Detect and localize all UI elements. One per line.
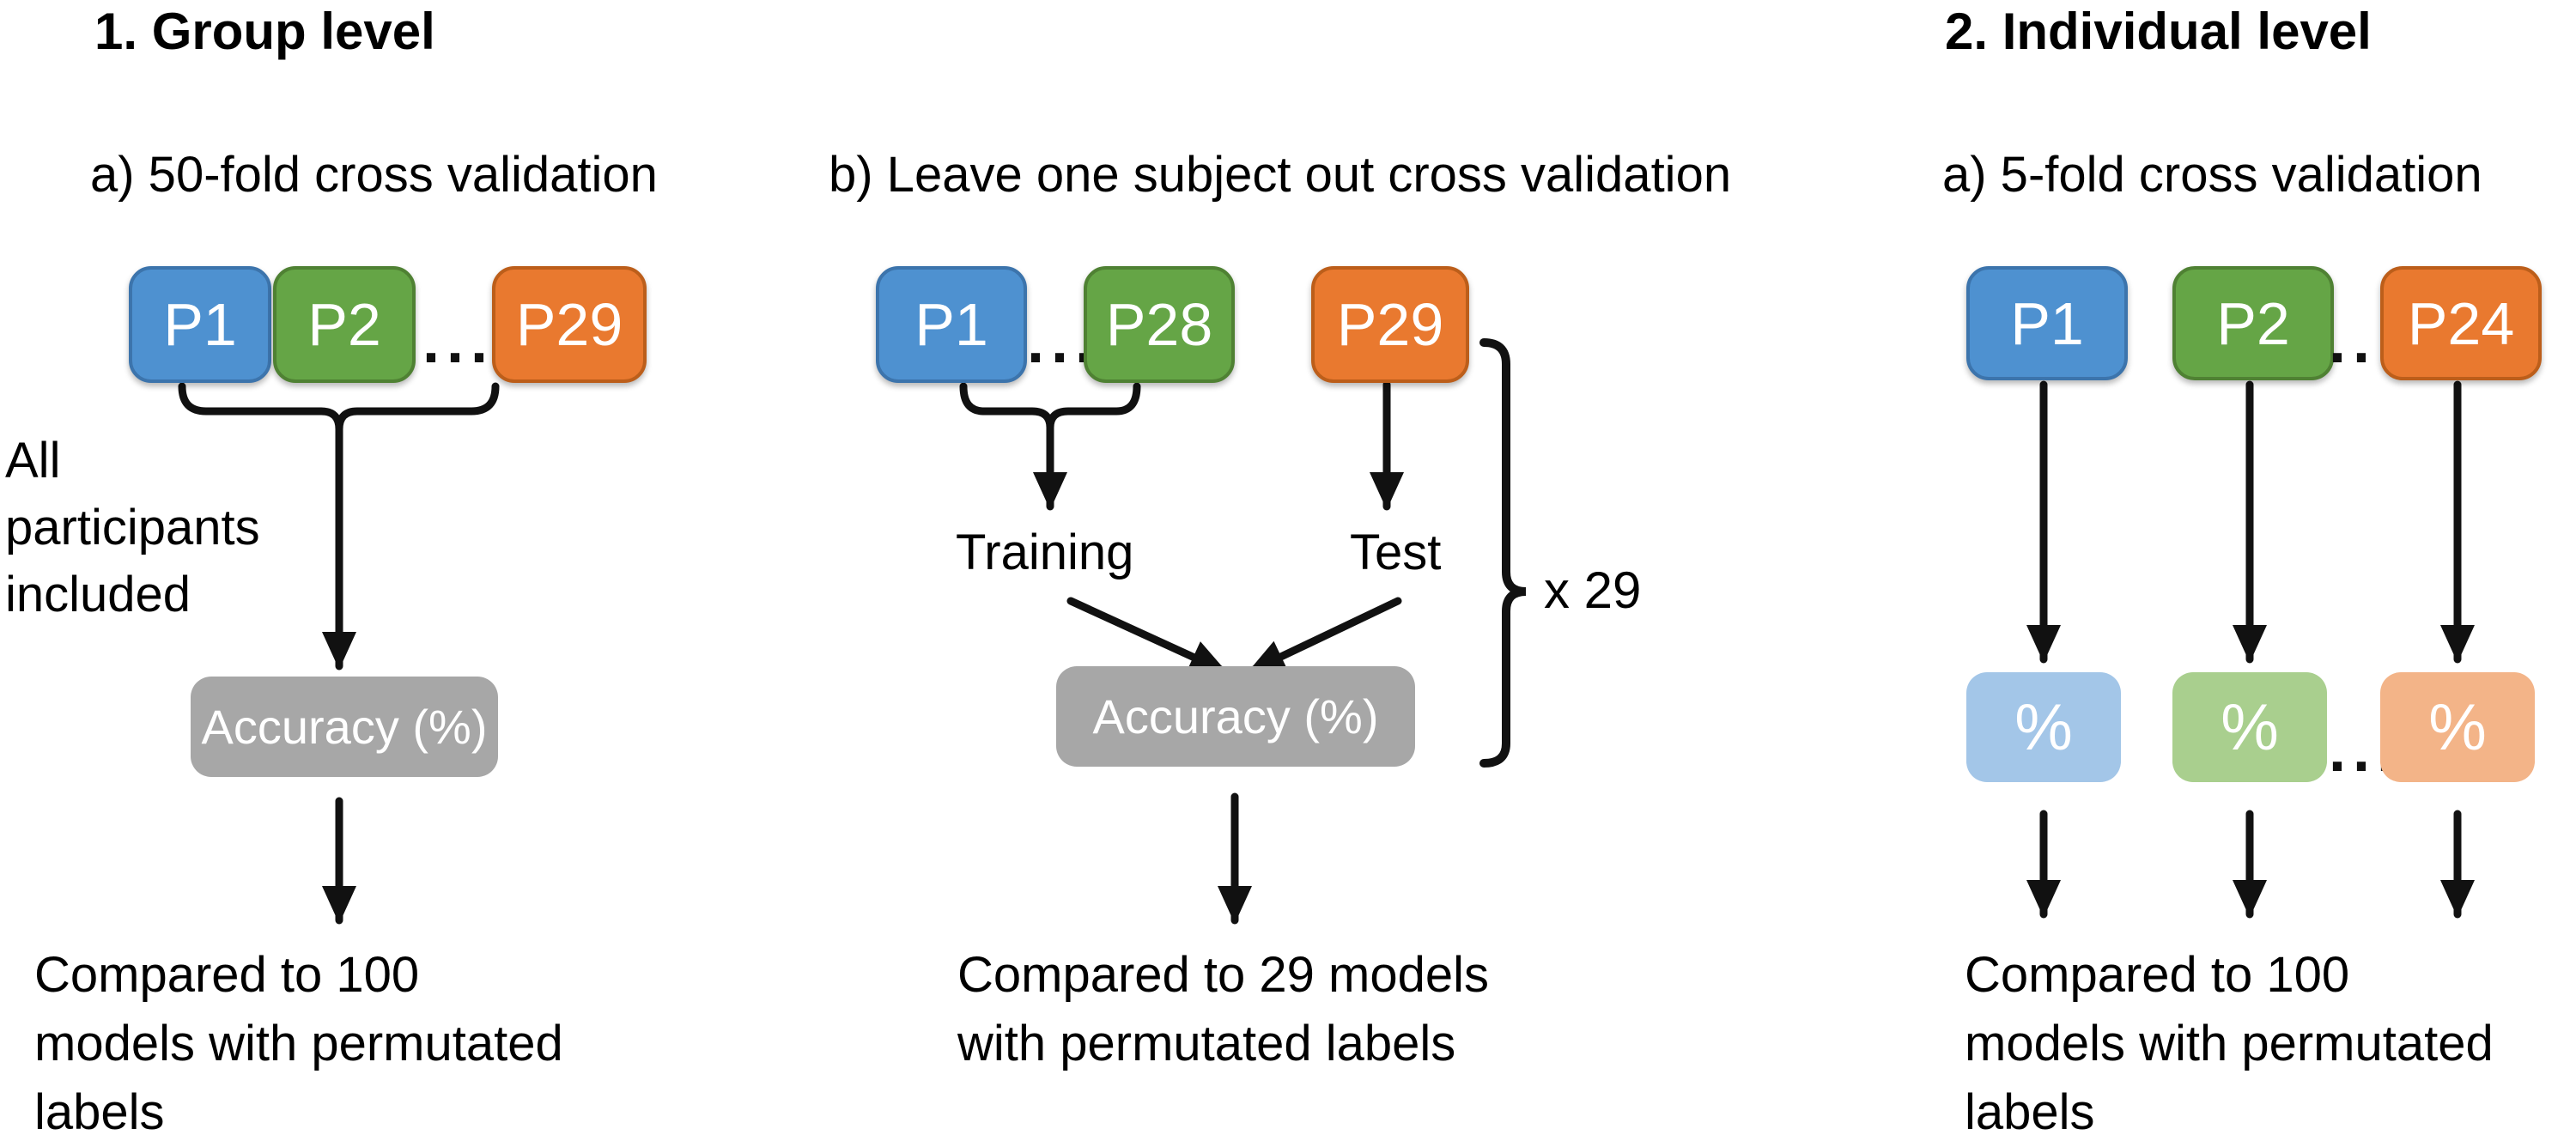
result-line: models with permutated — [34, 1016, 563, 1071]
participant-box-group-p1: P1 — [129, 266, 271, 383]
repeat-count-label: x 29 — [1544, 561, 1642, 619]
result-line: labels — [34, 1084, 165, 1140]
accuracy-label: Accuracy (%) — [1092, 689, 1379, 743]
participant-label: P1 — [914, 291, 988, 358]
participant-label: P29 — [1336, 291, 1444, 358]
underbrace-loso — [959, 382, 1141, 428]
participant-box-loso-p29: P29 — [1311, 266, 1469, 383]
percent-label: % — [2428, 690, 2487, 764]
subtitle-loso-cv: b) Leave one subject out cross validatio… — [829, 147, 1732, 203]
result-text-individual: Compared to 100 models with permutated l… — [1965, 941, 2494, 1147]
participant-label: P24 — [2407, 289, 2515, 357]
arrow-test-to-accuracy — [1246, 597, 1402, 676]
result-line: with permutated labels — [957, 1016, 1456, 1071]
result-line: Compared to 100 — [34, 947, 420, 1003]
participant-box-loso-p28: P28 — [1084, 266, 1235, 383]
percent-label: % — [2221, 690, 2279, 764]
percent-box-ind-p1: % — [1966, 672, 2121, 782]
result-line: Compared to 29 models — [957, 947, 1489, 1003]
accuracy-label: Accuracy (%) — [201, 700, 488, 754]
arrow-training-to-accuracy — [1066, 597, 1229, 676]
result-line: Compared to 100 — [1965, 947, 2350, 1003]
side-note-all-participants: All participants included — [5, 428, 260, 628]
bracket-repeat-29 — [1479, 338, 1527, 768]
accuracy-box-loso: Accuracy (%) — [1056, 666, 1415, 767]
participant-label: P2 — [307, 291, 381, 358]
subtitle-50-fold-cv: a) 50-fold cross validation — [90, 147, 658, 203]
accuracy-box-group: Accuracy (%) — [191, 677, 498, 777]
section-title-individual-level: 2. Individual level — [1945, 3, 2372, 60]
ellipsis-group: ... — [422, 307, 495, 376]
section-title-group-level: 1. Group level — [94, 3, 435, 60]
test-label: Test — [1350, 525, 1442, 580]
training-label: Training — [956, 525, 1134, 580]
percent-box-ind-p2: % — [2172, 672, 2327, 782]
participant-box-ind-p1: P1 — [1966, 266, 2128, 380]
participant-label: P29 — [515, 291, 623, 358]
result-line: models with permutated — [1965, 1016, 2494, 1071]
underbrace-group — [178, 382, 500, 430]
participant-box-ind-p2: P2 — [2172, 266, 2334, 380]
ellipsis-loso: ... — [1027, 307, 1100, 376]
participant-box-loso-p1: P1 — [876, 266, 1027, 383]
percent-box-ind-p24: % — [2380, 672, 2535, 782]
participant-box-group-p2: P2 — [273, 266, 416, 383]
percent-label: % — [2014, 690, 2073, 764]
side-note-line: All — [5, 433, 61, 489]
participant-box-group-p29: P29 — [492, 266, 647, 383]
result-text-loso: Compared to 29 models with permutated la… — [957, 941, 1489, 1078]
subtitle-5-fold-cv: a) 5-fold cross validation — [1942, 147, 2482, 203]
participant-label: P28 — [1105, 291, 1213, 358]
participant-label: P2 — [2216, 289, 2290, 357]
result-text-group: Compared to 100 models with permutated l… — [34, 941, 563, 1147]
participant-label: P1 — [2010, 289, 2084, 357]
participant-box-ind-p24: P24 — [2380, 266, 2542, 380]
side-note-line: included — [5, 567, 191, 622]
side-note-line: participants — [5, 500, 260, 555]
result-line: labels — [1965, 1084, 2095, 1140]
participant-label: P1 — [163, 291, 237, 358]
